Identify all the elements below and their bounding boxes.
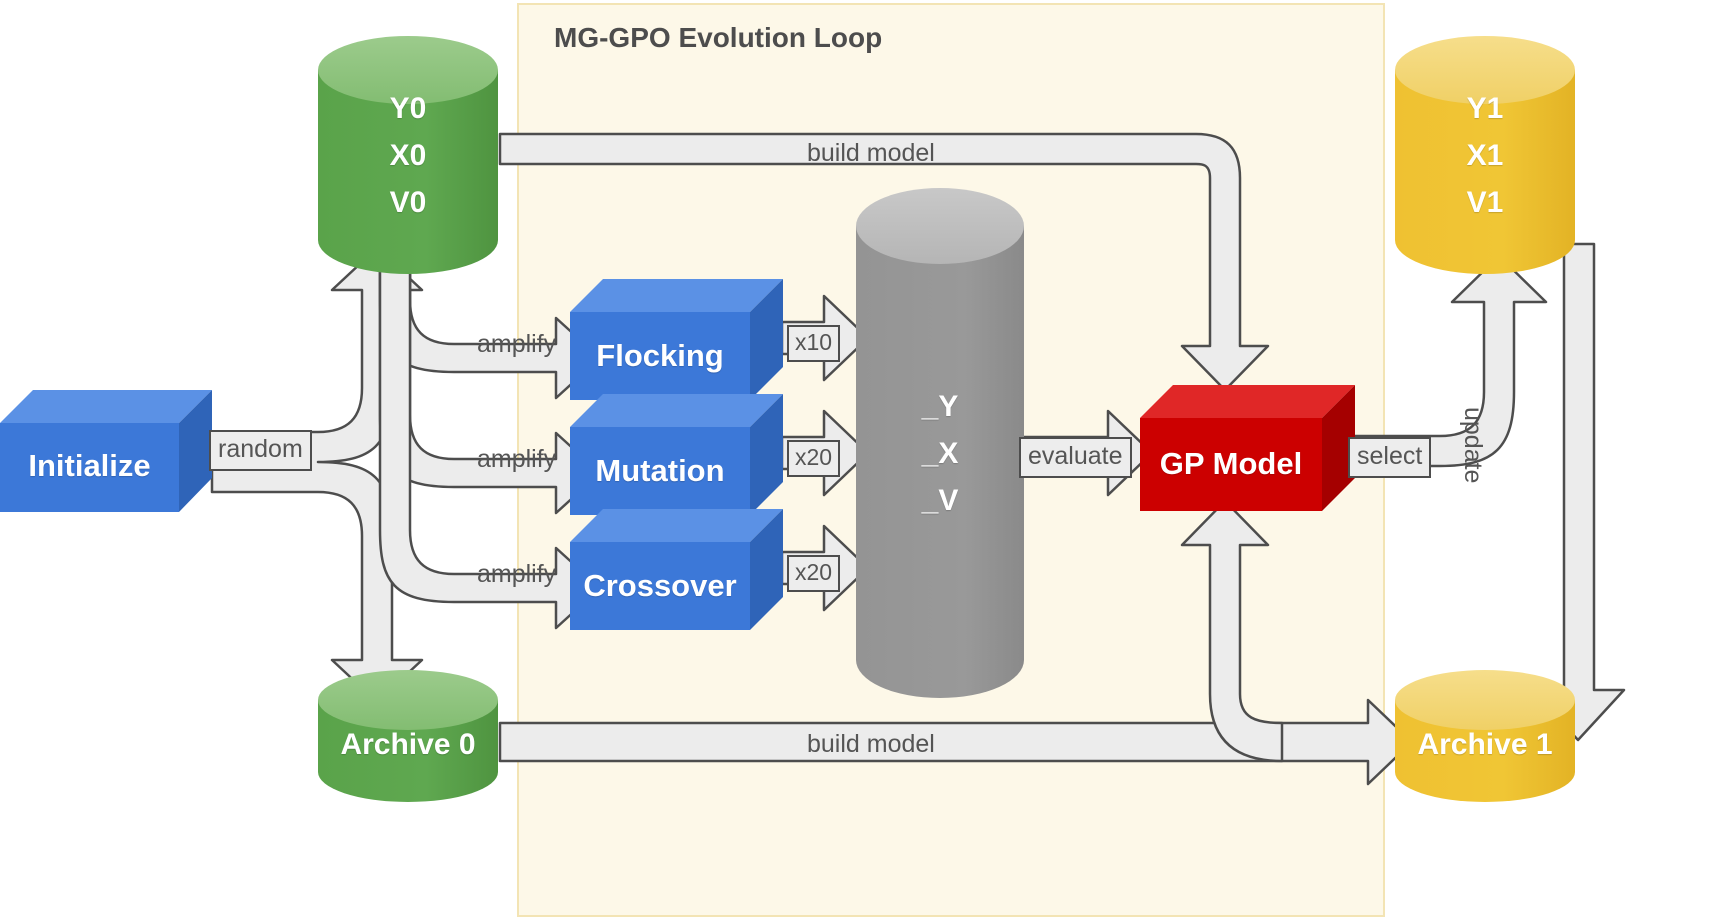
node-pop1: [1395, 36, 1575, 274]
node-archive0: [318, 670, 498, 802]
node-gp-model: [1140, 385, 1355, 511]
node-initialize: [0, 390, 212, 512]
node-pop0: [318, 36, 498, 274]
arrow-update: [1530, 242, 1626, 742]
node-archive1: [1395, 670, 1575, 802]
node-crossover: [570, 509, 783, 630]
node-candidates: [856, 188, 1024, 698]
node-flocking: [570, 279, 783, 400]
arrow-select: [1351, 254, 1548, 468]
node-mutation: [570, 394, 783, 515]
arrow-build-model-branch-up: [1180, 499, 1284, 763]
arrow-random: [210, 246, 424, 704]
